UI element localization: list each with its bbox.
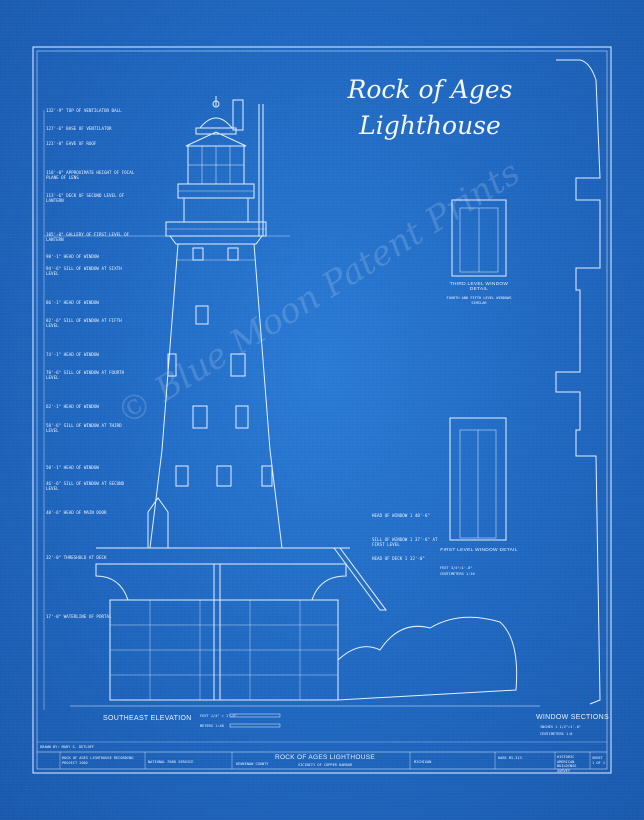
state: MICHIGAN — [414, 760, 432, 764]
county: KEWEENAW COUNTY — [236, 762, 269, 766]
title-line-2: Lighthouse — [359, 111, 501, 140]
radio-mast — [232, 99, 264, 236]
elevation-label: 62'-1" HEAD OF WINDOW — [46, 404, 99, 409]
elevation-label: 113'-6" DECK OF SECOND LEVEL OF LANTERN — [46, 193, 125, 203]
lighthouse-name: ROCK OF AGES LIGHTHOUSE — [274, 754, 376, 761]
first-level-scale-feet: FEET 3/4"=1'-0" — [440, 566, 473, 570]
drawn-by: DRAWN BY: MARY S. DETLOFF — [40, 745, 95, 749]
lantern-room — [165, 96, 267, 245]
elevation-label: 46'-6" SILL OF WINDOW AT SECOND LEVEL — [46, 481, 125, 491]
third-level-subtitle: FOURTH AND FIFTH LEVEL WINDOWS SIMILAR — [446, 296, 512, 305]
elevation-label: 118'-0" APPROXIMATE HEIGHT OF FOCAL PLAN… — [46, 170, 135, 180]
meters-scale-bar — [229, 723, 281, 728]
feet-scale-bar — [229, 713, 281, 718]
base-cornice — [95, 563, 347, 601]
elevation-label: 98'-1" HEAD OF WINDOW — [46, 254, 99, 259]
first-level-title: FIRST LEVEL WINDOW DETAIL — [440, 548, 518, 553]
window-section-profile — [555, 59, 601, 705]
elevation-label: 86'-1" HEAD OF WINDOW — [46, 300, 99, 305]
location: VICINITY OF COPPER HARBOR — [297, 763, 353, 767]
third-level-window-detail — [451, 199, 507, 277]
elevation-label: 94'-6" SILL OF WINDOW AT SIXTH LEVEL — [46, 266, 122, 276]
first-level-window-detail — [449, 417, 507, 541]
agency: HISTORIC AMERICAN BUILDINGS SURVEY — [557, 755, 577, 773]
elevation-label: 74'-1" HEAD OF WINDOW — [46, 352, 99, 357]
outer-border — [32, 46, 612, 774]
project-name: ROCK OF AGES LIGHTHOUSE RECORDING PROJEC… — [62, 756, 134, 765]
deck-label: HEAD OF DECK 1 32'-0" — [372, 556, 425, 561]
elevation-label: 82'-6" SILL OF WINDOW AT FIFTH LEVEL — [46, 318, 122, 328]
entry-portico — [147, 497, 169, 548]
credits: NATIONAL PARK SERVICE — [148, 760, 194, 764]
sheet-number: SHEET 1 OF 1 — [592, 756, 605, 765]
window-sections-title: WINDOW SECTIONS — [536, 714, 609, 721]
rock-outcrop — [337, 616, 518, 701]
elevation-label: 132'-9" TOP OF VENTILATOR BALL — [46, 108, 122, 113]
drawing-title: Rock of Ages Lighthouse — [330, 72, 530, 144]
elevation-label: 70'-6" SILL OF WINDOW AT FOURTH LEVEL — [46, 370, 125, 380]
inner-border — [36, 50, 608, 770]
scale-feet-label: FEET 1/4" = 1'-0" — [200, 714, 237, 718]
elevation-label: 50'-1" HEAD OF WINDOW — [46, 465, 99, 470]
first-level-scale-cm: CENTIMETERS 1:16 — [440, 572, 475, 576]
survey-number: HABS MI-313 — [498, 756, 522, 760]
window-sections-scale-2: CENTIMETERS 1:8 — [540, 732, 573, 736]
third-level-title: THIRD LEVEL WINDOW DETAIL — [449, 282, 509, 292]
tower-windows — [167, 247, 273, 487]
window-sill-label: SILL OF WINDOW 1 37'-6" AT FIRST LEVEL — [372, 537, 438, 547]
elevation-label: 127'-6" BASE OF VENTILATOR — [46, 126, 112, 131]
elevation-label: 105'-0" GALLERY OF FIRST LEVEL OF LANTER… — [46, 232, 130, 242]
elevation-label: 40'-6" HEAD OF MAIN DOOR — [46, 510, 107, 515]
title-line-1: Rock of Ages — [347, 75, 513, 104]
scale-meters-label: METERS 1:48 — [200, 724, 224, 728]
elevation-label: 121'-0" EAVE OF ROOF — [46, 141, 97, 146]
window-sections-scale-1: INCHES 1 1/2"=1'-0" — [540, 725, 582, 729]
elevation-label: 58'-6" SILL OF WINDOW AT THIRD LEVEL — [46, 423, 122, 433]
elevation-label: 32'-0" THRESHOLD AT DECK — [46, 555, 107, 560]
elevation-title: SOUTHEAST ELEVATION — [103, 715, 192, 722]
elevation-label: 17'-0" WATERLINE OF PORTAL — [46, 614, 112, 619]
window-head-label: HEAD OF WINDOW 1 40'-6" — [372, 513, 430, 518]
